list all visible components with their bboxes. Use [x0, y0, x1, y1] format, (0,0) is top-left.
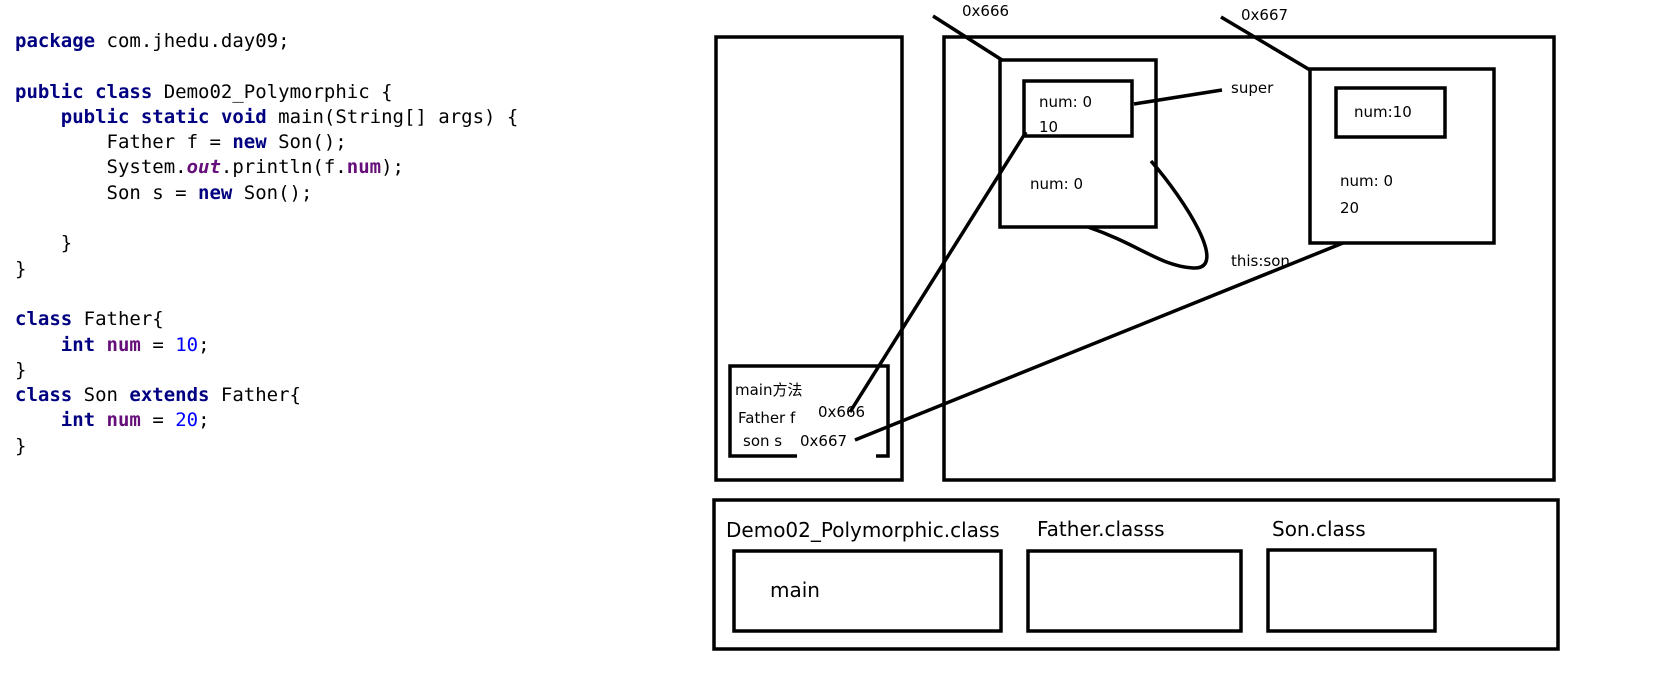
- method-area-box: [712, 498, 1560, 651]
- object-0x666-own-num: num: 0: [1030, 175, 1083, 193]
- code-line: }: [15, 358, 518, 383]
- code-token: Son();: [232, 181, 313, 204]
- class-father-box: [1026, 549, 1243, 633]
- father-var-label: Father f: [738, 409, 796, 427]
- code-token: public: [60, 105, 130, 128]
- code-token: }: [15, 358, 27, 381]
- object-0x666-super-value: 10: [1039, 118, 1058, 136]
- object-0x667-super-box: [1334, 86, 1447, 139]
- code-token: class: [15, 308, 73, 331]
- code-token: Son: [72, 384, 130, 407]
- code-token: 20: [175, 409, 199, 432]
- class-son-box: [1266, 548, 1437, 633]
- class-demo-label: Demo02_Polymorphic.class: [726, 518, 1000, 542]
- code-token: Son s =: [15, 181, 199, 204]
- son-var-address: 0x667: [800, 432, 847, 450]
- code-line: public static void main(String[] args) {: [15, 105, 519, 130]
- main-frame-box: [728, 364, 890, 458]
- heap-box: [942, 35, 1556, 482]
- reference-line-f: [848, 131, 1028, 413]
- code-line: int num = 20;: [15, 408, 518, 433]
- code-token: num: [346, 156, 382, 179]
- code-token: ;: [198, 333, 210, 356]
- code-line: }: [15, 434, 518, 459]
- code-line: Father f = new Son();: [15, 130, 518, 155]
- code-token: public: [15, 80, 84, 103]
- code-token: }: [15, 434, 27, 457]
- code-line: class Father{: [15, 307, 518, 332]
- code-token: System.: [15, 156, 187, 179]
- code-token: void: [220, 105, 267, 128]
- code-token: package: [15, 30, 96, 52]
- super-pointer-line: [1133, 88, 1223, 106]
- object-0x667-box: [1308, 67, 1496, 245]
- reference-line-s: [854, 241, 1344, 442]
- object-0x666-super-box: [1022, 79, 1134, 138]
- object-0x666-super-num: num: 0: [1039, 93, 1092, 111]
- code-line: int num = 10;: [15, 333, 518, 358]
- code-line: public class Demo02_Polymorphic {: [15, 80, 518, 105]
- code-token: int: [60, 333, 96, 356]
- code-token: Father f =: [15, 131, 233, 154]
- main-frame-label: main方法: [735, 381, 802, 399]
- object-0x667-own-num: num: 0: [1340, 172, 1393, 190]
- code-token: com.jhedu.day09;: [95, 30, 290, 52]
- code-token: num: [106, 333, 141, 356]
- object-0x666-box: [998, 58, 1158, 229]
- code-line: System.out.println(f.num);: [15, 155, 518, 180]
- code-line: class Son extends Father{: [15, 383, 518, 408]
- object-0x667-super-num: num:10: [1354, 103, 1412, 121]
- object-0x667-own-value: 20: [1340, 199, 1359, 217]
- class-demo-box: [732, 549, 1003, 633]
- this-pointer-curve: [1087, 159, 1209, 270]
- code-token: 10: [175, 333, 199, 356]
- code-token: =: [140, 333, 176, 356]
- code-line: }: [15, 231, 518, 256]
- code-token: Demo02_Polymorphic {: [152, 80, 393, 103]
- code-listing: package com.jhedu.day09; public class Dem…: [15, 29, 518, 459]
- stack-box: [714, 35, 904, 482]
- code-token: Father{: [72, 308, 164, 331]
- code-token: num: [106, 409, 141, 432]
- father-var-address: 0x666: [818, 403, 865, 421]
- code-token: extends: [129, 384, 210, 407]
- code-line: package com.jhedu.day09;: [15, 29, 518, 54]
- code-token: new: [198, 181, 233, 204]
- code-token: class: [95, 80, 153, 103]
- class-father-label: Father.classs: [1037, 517, 1165, 541]
- code-token: out: [186, 156, 221, 179]
- this-label: this:son: [1231, 252, 1290, 270]
- code-token: new: [232, 131, 267, 154]
- code-token: =: [140, 409, 176, 432]
- code-token: Father{: [209, 384, 301, 407]
- son-var-label: son s: [743, 432, 782, 450]
- class-son-label: Son.class: [1272, 517, 1366, 541]
- code-token: class: [15, 384, 73, 407]
- address-line-0x667: [1220, 15, 1311, 72]
- code-token: }: [15, 232, 73, 255]
- address-line-0x666: [932, 14, 1003, 62]
- object-0x666-address: 0x666: [962, 2, 1009, 20]
- code-token: main(String[] args) {: [266, 105, 519, 128]
- super-label: super: [1231, 79, 1274, 97]
- code-token: .println(f.: [220, 156, 347, 179]
- code-token: );: [381, 156, 404, 179]
- code-token: int: [60, 409, 96, 432]
- class-demo-method: main: [770, 578, 820, 602]
- code-token: ;: [198, 409, 210, 432]
- code-token: Son();: [266, 131, 347, 154]
- code-line: Son s = new Son();: [15, 181, 518, 206]
- code-token: static: [140, 105, 210, 128]
- code-line: }: [15, 257, 518, 282]
- code-token: }: [15, 257, 27, 280]
- object-0x667-address: 0x667: [1241, 6, 1288, 24]
